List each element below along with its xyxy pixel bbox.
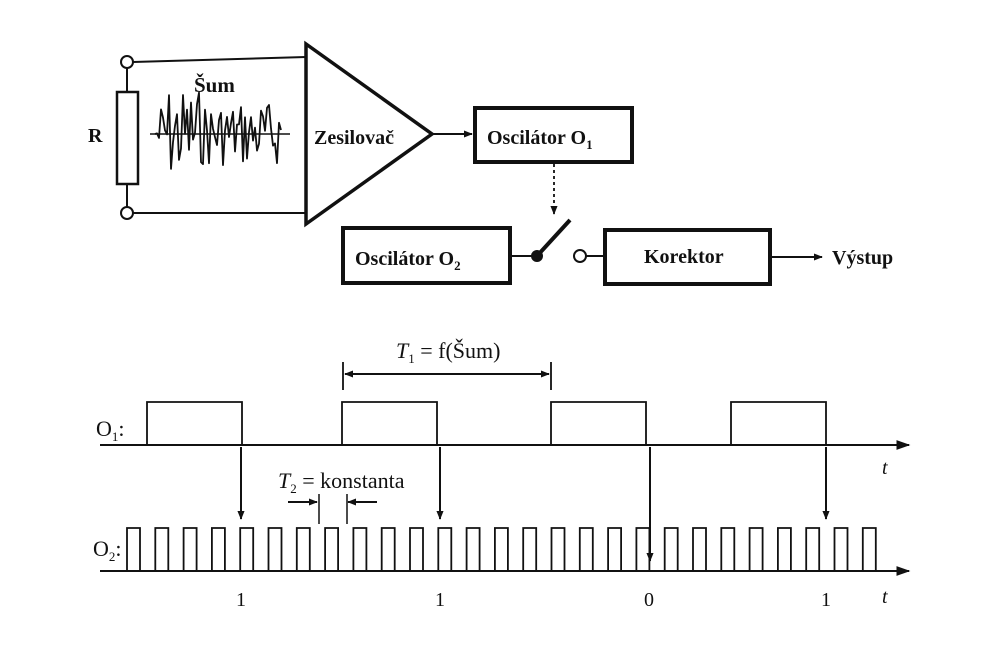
o2-pulse: [578, 527, 594, 571]
noise-source: R Šum: [88, 55, 307, 220]
o1-pulse: [730, 401, 827, 445]
t1-label: T1 = f(Šum): [396, 338, 500, 366]
o2-pulse: [154, 527, 170, 571]
o2-pulse: [777, 527, 792, 571]
bit-4: 1: [821, 589, 831, 611]
o2-pulse-train: [126, 527, 877, 571]
o2-pulse: [861, 527, 877, 571]
o2-pulse: [494, 527, 509, 571]
top-terminal: [120, 55, 134, 69]
o2-pulse: [126, 527, 141, 571]
o2-pulse: [692, 527, 707, 571]
t1-annotation: T1 = f(Šum): [342, 338, 552, 390]
o2-pulse: [239, 527, 255, 571]
output-label: Výstup: [832, 247, 893, 269]
o2-pulse: [635, 527, 651, 571]
o2-pulse: [267, 527, 283, 571]
oscillator-o2-label: Oscilátor O2: [355, 248, 461, 273]
o2-pulse: [182, 527, 198, 571]
o1-pulse: [341, 401, 438, 445]
o2-pulse: [380, 527, 396, 571]
o2-pulse: [748, 527, 764, 571]
switch-contact: [573, 249, 587, 263]
oscillator-o1-label: Oscilátor O1: [487, 127, 593, 152]
oscillator-o1-block: Oscilátor O1: [473, 106, 634, 164]
sampling-arrows: [237, 447, 830, 562]
switch: [510, 218, 605, 263]
switch-lever: [535, 218, 572, 258]
o1-axis-t-label: t: [882, 457, 888, 479]
noise-label: Šum: [194, 73, 235, 97]
t2-label: T2 = konstanta: [278, 468, 405, 496]
o2-pulse: [352, 527, 368, 571]
o2-pulse: [465, 527, 481, 571]
bit-2: 1: [435, 589, 445, 611]
corrector-label: Korektor: [644, 246, 724, 268]
o2-pulse: [805, 527, 821, 571]
o1-pulse-train: [146, 401, 827, 445]
corrector-block: Korektor: [603, 228, 772, 286]
amplifier-triangle: [304, 40, 436, 228]
o2-pulse: [409, 527, 424, 571]
o1-pulse: [550, 401, 647, 445]
o2-pulse: [211, 527, 226, 571]
bottom-terminal: [120, 206, 134, 220]
o2-pulse: [663, 527, 679, 571]
oscillator-o2-block: Oscilátor O2: [341, 226, 512, 285]
bit-3: 0: [644, 589, 654, 611]
bit-1: 1: [236, 589, 246, 611]
o1-pulse: [146, 401, 243, 445]
o2-pulse: [324, 527, 339, 571]
t2-annotation: T2 = konstanta: [278, 468, 405, 524]
resistor: [115, 90, 140, 186]
o2-pulse: [550, 527, 566, 571]
output-bits: 1 1 0 1: [236, 589, 831, 611]
o2-pulse: [437, 527, 453, 571]
o2-row-label: O2:: [93, 536, 122, 564]
o2-pulse: [607, 527, 622, 571]
amplifier: Zesilovač: [304, 40, 436, 228]
resistor-label: R: [88, 125, 103, 147]
amplifier-label: Zesilovač: [314, 127, 394, 149]
o2-axis-t-label: t: [882, 586, 888, 608]
noise-waveform: [154, 91, 282, 170]
o2-pulse: [295, 527, 311, 571]
o2-pulse: [720, 527, 736, 571]
o1-row-label: O1:: [96, 416, 125, 444]
o2-pulse: [833, 527, 849, 571]
o2-pulse: [522, 527, 538, 571]
